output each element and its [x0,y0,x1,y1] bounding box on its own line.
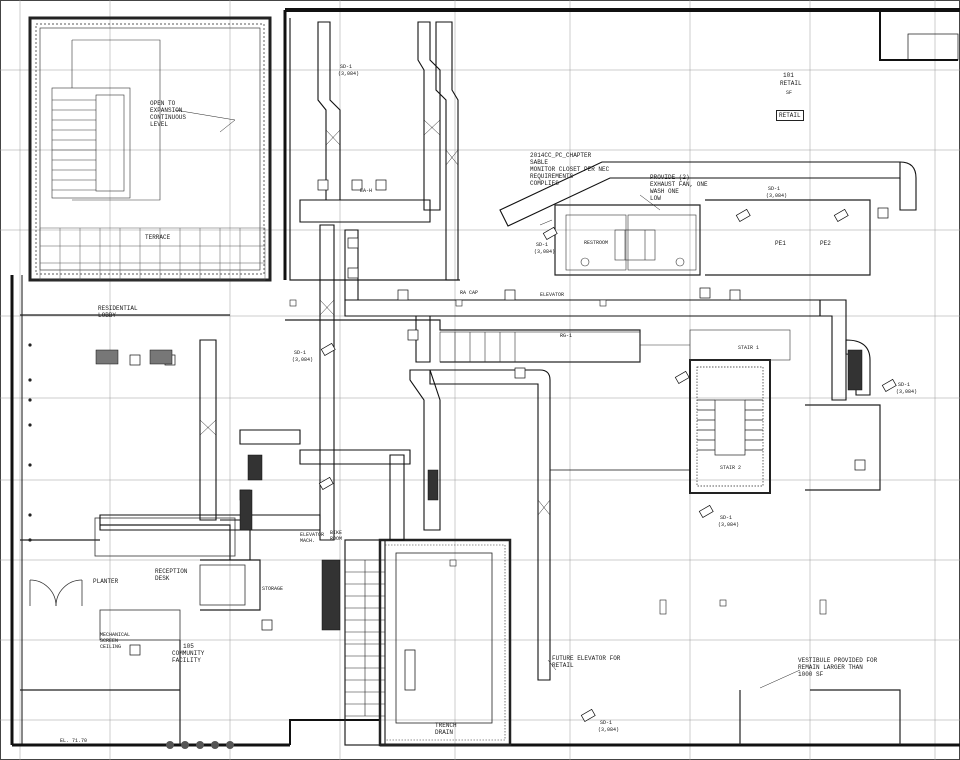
elevator-room-label: ELEVATOR MACH. [300,532,325,544]
site-hatch [166,741,234,749]
note-closet-code: 2014CC_PC_CHAPTER SABLE MONITOR CLOSET P… [530,152,610,187]
cfm-tag-2: (3,084) [534,249,556,255]
return-tag: RG-1 [560,333,573,339]
stair-1-label: STAIR 1 [738,345,760,351]
columns [289,299,827,615]
note-future-elevator: FUTURE ELEVATOR FOR RETAIL [552,655,621,669]
community-label: COMMUNITY FACILITY [172,650,205,664]
residential-lobby-label: RESIDENTIAL LOBBY [98,305,138,319]
eah-tag: EA-H [360,188,373,194]
planter-label: PLANTER [93,578,119,585]
room-101-area: SF [786,90,793,96]
note-vestibule: VESTIBULE PROVIDED FOR REMAIN LARGER THA… [798,657,878,678]
corridor-stair [439,329,791,363]
supply-tag-7: SD-1 [600,720,613,726]
storage-label: STORAGE [262,586,284,592]
cfm-tag-5: (3,084) [896,389,918,395]
cfm-tag-3: (3,084) [766,193,788,199]
cfm-tag-1: (3,084) [338,71,360,77]
elevator-label: ELEVATOR [540,292,565,298]
supply-tag-4: SD-1 [294,350,307,356]
bike-room-label: BIKE ROOM [330,530,343,542]
supply-tag-5: SD-1 [898,382,911,388]
trench-drain-label: TRENCH DRAIN [435,722,457,736]
ceiling-tag: MECHANICAL SCREEN CEILING [100,632,131,650]
note-provide: PROVIDE (2) EXHAUST FAN, ONE WASH ONE LO… [650,174,708,202]
terrace-paving [39,227,266,281]
terrace-label: TERRACE [145,234,171,241]
pe2-label: PE2 [820,240,831,247]
supply-tag-3: SD-1 [768,186,781,192]
terrace-stair [51,39,161,201]
supply-tag-2: SD-1 [536,242,549,248]
note-open-to-below: OPEN TO EXPANSION CONTINUOUS LEVEL [150,100,187,128]
cfm-tag-7: (3,084) [598,727,620,733]
leaders [174,109,801,689]
elevation-tag: EL. 71.70 [60,738,88,744]
wall-markers [28,343,32,542]
duct-sections [199,119,551,516]
lobby-area [29,517,246,641]
diffusers [129,33,959,656]
room-101-name: RETAIL [780,80,802,87]
elevator-core [378,538,512,747]
cfm-tag-4: (3,084) [292,357,314,363]
stair-2-label: STAIR 2 [720,465,742,471]
east-stair [689,359,771,494]
ra-cap-tag: RA CAP [460,290,479,296]
room-101-number: 101 [783,72,794,79]
equipment [95,349,863,631]
cfm-tag-6: (3,084) [718,522,740,528]
supply-tag-1: SD-1 [340,64,353,70]
reception-label: RECEPTION DESK [155,568,188,582]
exhaust-fans [318,208,897,722]
restroom-fixtures [565,214,697,271]
community-number: 105 [183,643,194,650]
supply-tag-6: SD-1 [720,515,733,521]
pe1-label: PE1 [775,240,786,247]
restroom-label: RESTROOM [584,240,609,246]
retail-tag: RETAIL [776,110,804,121]
